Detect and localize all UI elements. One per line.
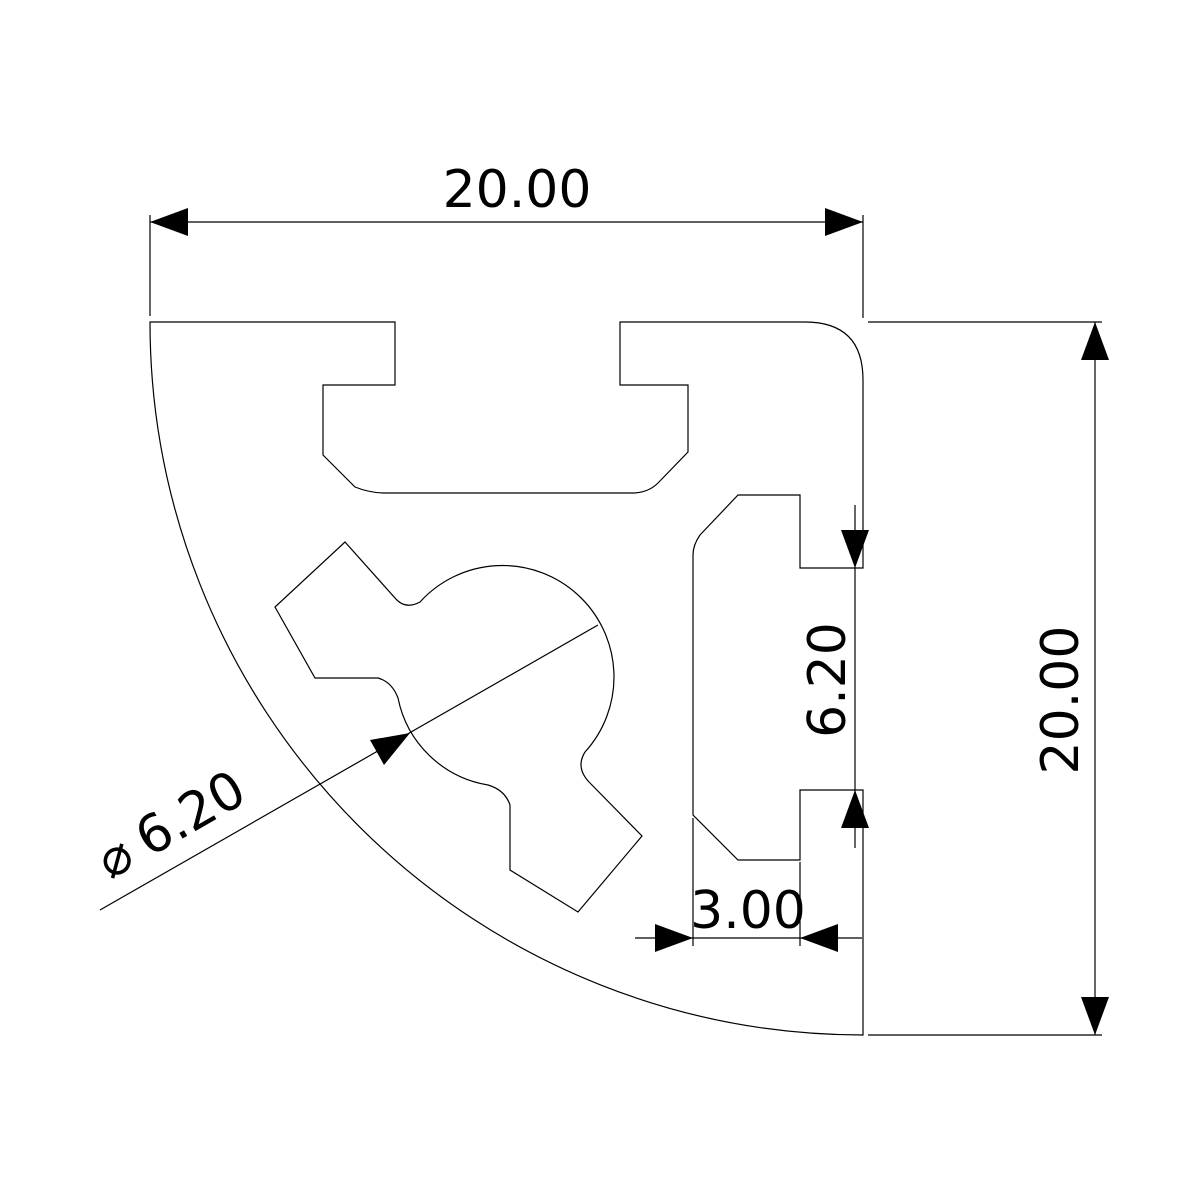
height-dimension: 20.00 <box>868 321 1109 1036</box>
diameter-label: 6.20 <box>126 759 256 869</box>
slot-wall-dimension: 3.00 <box>635 818 862 952</box>
slot-wall-label: 3.00 <box>690 881 806 941</box>
slot-opening-dimension: 6.20 <box>798 505 869 848</box>
diameter-dimension: ⌀ 6.20 <box>87 624 599 911</box>
height-label: 20.00 <box>1031 626 1091 775</box>
width-label: 20.00 <box>443 160 592 220</box>
width-dimension: 20.00 <box>149 160 864 318</box>
slot-opening-label: 6.20 <box>798 622 858 738</box>
profile-outline <box>149 321 864 1036</box>
core-hole <box>274 541 643 913</box>
